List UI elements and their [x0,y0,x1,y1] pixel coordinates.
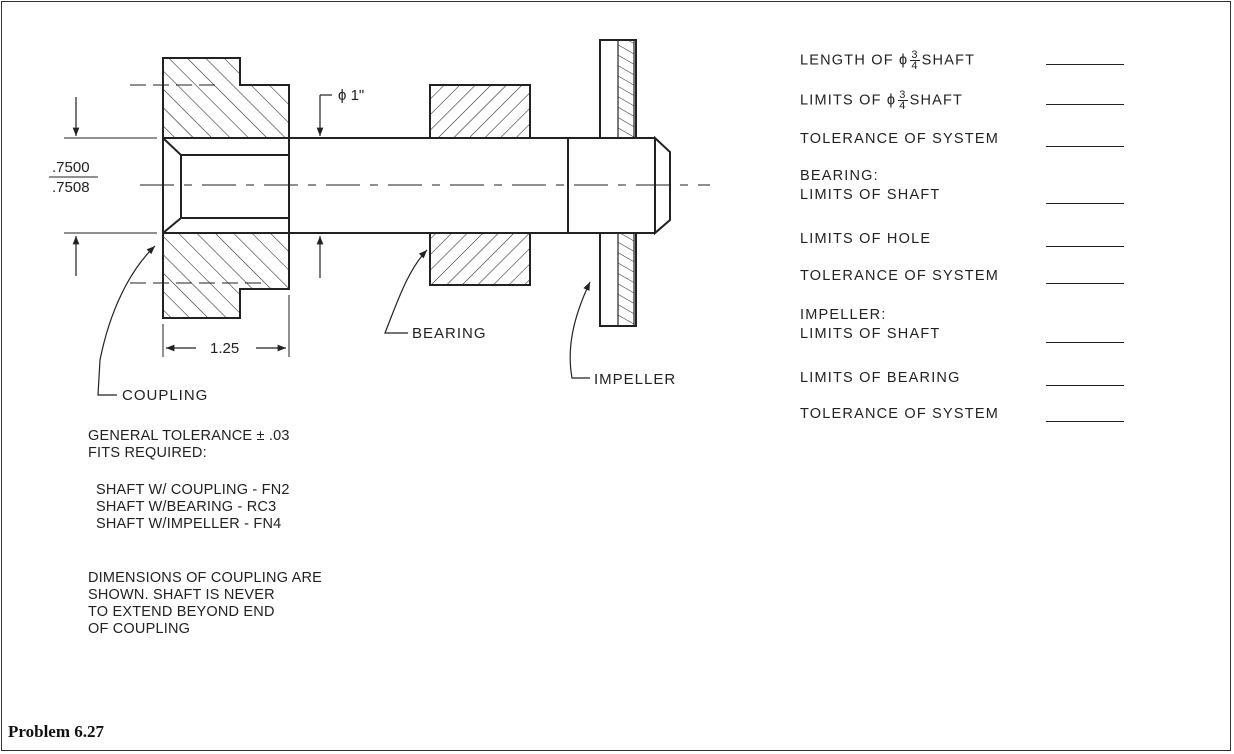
dimension-notes: DIMENSIONS OF COUPLING ARE SHOWN. SHAFT … [88,570,322,638]
impeller-heading: IMPELLER: [800,307,887,323]
general-notes: GENERAL TOLERANCE ± .03 FITS REQUIRED: [88,428,290,462]
note-line: OF COUPLING [88,621,191,637]
answer-blank[interactable] [1046,342,1124,343]
answer-blank[interactable] [1046,246,1124,247]
note-line: GENERAL TOLERANCE ± .03 [88,428,290,444]
note-line: TO EXTEND BEYOND END [88,604,275,620]
answer-blank[interactable] [1046,203,1124,204]
bearing-leader [384,249,428,334]
answer-blank[interactable] [1046,385,1124,386]
problem-title: Problem 6.27 [8,722,105,741]
question-impeller-tolerance: TOLERANCE OF SYSTEM [800,406,999,422]
length-label: 1.25 [210,340,239,357]
coupling-section [130,57,290,319]
bore-dim-top: .7500 [52,159,90,176]
dimension-phi1 [316,94,332,278]
dimension-bore [49,97,157,276]
note-line: SHOWN. SHAFT IS NEVER [88,587,275,603]
answer-blank[interactable] [1046,104,1124,105]
answer-blank[interactable] [1046,421,1124,422]
impeller-label: IMPELLER [594,371,676,388]
fits-notes: SHAFT W/ COUPLING - FN2 SHAFT W/BEARING … [96,482,290,533]
question-bearing-hole: LIMITS OF HOLE [800,231,932,247]
dimension-length [162,295,290,357]
answer-blank[interactable] [1046,64,1124,65]
bearing-section [429,84,531,286]
note-line: FITS REQUIRED: [88,445,207,461]
impeller-section [599,39,637,327]
fit-line: SHAFT W/BEARING - RC3 [96,499,277,515]
question-impeller-shaft: LIMITS OF SHAFT [800,326,941,342]
bore-dim-bottom: .7508 [52,179,90,196]
fit-line: SHAFT W/ COUPLING - FN2 [96,482,290,498]
fit-line: SHAFT W/IMPELLER - FN4 [96,516,282,532]
question-tolerance: TOLERANCE OF SYSTEM [800,131,999,147]
question-impeller-bearing: LIMITS OF BEARING [800,370,961,386]
answer-blank[interactable] [1046,283,1124,284]
answer-blank[interactable] [1046,146,1124,147]
impeller-leader [569,281,591,379]
question-bearing-tolerance: TOLERANCE OF SYSTEM [800,268,999,284]
bearing-label: BEARING [412,325,487,342]
coupling-label: COUPLING [122,387,208,404]
note-line: DIMENSIONS OF COUPLING ARE [88,570,323,586]
shaft [140,135,710,236]
phi-1-label: ϕ 1" [338,87,364,104]
bearing-heading: BEARING: [800,168,879,184]
coupling-leader [97,245,156,396]
question-bearing-shaft: LIMITS OF SHAFT [800,187,941,203]
